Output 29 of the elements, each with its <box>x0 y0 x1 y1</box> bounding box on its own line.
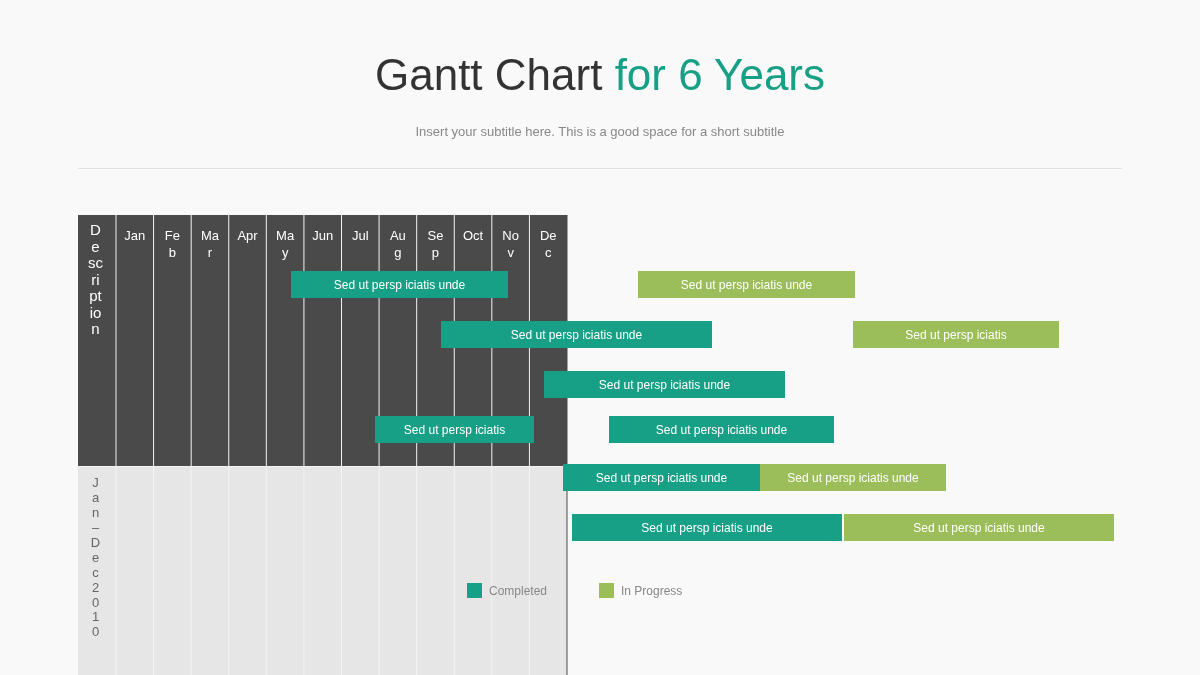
legend-label: In Progress <box>621 583 683 598</box>
month-header: Aug <box>388 228 407 262</box>
row-header: Jan–Dec 2010 <box>89 476 102 641</box>
subtitle: Insert your subtitle here. This is a good space for a short subtitle <box>414 124 786 139</box>
month-header: Feb <box>163 228 181 262</box>
month-header: Oct <box>462 228 485 245</box>
task-bar: Sed ut persp iciatis <box>375 416 534 443</box>
task-bar: Sed ut persp iciatis unde <box>563 464 760 491</box>
month-header: Nov <box>501 228 520 262</box>
month-header: May <box>275 228 296 262</box>
month-header: Jun <box>311 228 334 245</box>
month-header: Jul <box>350 228 370 245</box>
task-bar: Sed ut persp iciatis unde <box>638 271 855 298</box>
task-bar: Sed ut persp iciatis unde <box>441 321 712 348</box>
month-header: Jan <box>123 228 146 245</box>
slide-title: Gantt Chart for 6 Years <box>373 50 826 100</box>
task-bar: Sed ut persp iciatis unde <box>844 514 1114 541</box>
month-header: Apr <box>236 228 259 245</box>
task-bar: Sed ut persp iciatis unde <box>609 416 834 443</box>
task-bar: Sed ut persp iciatis unde <box>544 371 785 398</box>
task-bar: Sed ut persp iciatis <box>853 321 1059 348</box>
month-header: Sep <box>426 228 445 262</box>
column-header: Description <box>88 222 103 338</box>
month-header: Dec <box>538 228 558 262</box>
task-bar: Sed ut persp iciatis unde <box>572 514 842 541</box>
legend-label: Completed <box>489 583 548 598</box>
month-header: Mar <box>199 228 220 262</box>
task-bar: Sed ut persp iciatis unde <box>291 271 508 298</box>
task-bar: Sed ut persp iciatis unde <box>760 464 946 491</box>
